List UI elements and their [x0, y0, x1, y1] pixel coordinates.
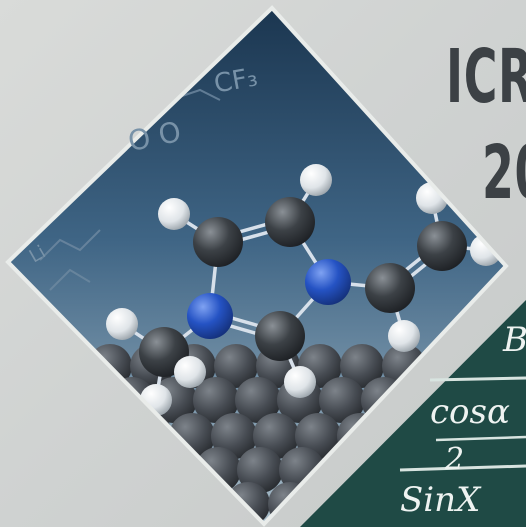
hydrogen-atom	[106, 308, 138, 340]
hydrogen-atom	[388, 320, 420, 352]
carbon-atom	[265, 197, 315, 247]
blackboard-line	[399, 464, 526, 472]
blackboard-text-cos: cosα	[430, 392, 510, 432]
nitrogen-atom	[305, 259, 351, 305]
surface-atom	[127, 413, 173, 459]
surface-atom	[268, 482, 312, 524]
poster-title-line-2: 20	[482, 130, 526, 216]
hydrogen-atom	[300, 164, 332, 196]
surface-atom	[319, 377, 365, 423]
blackboard-text-b: B	[503, 320, 526, 360]
blackboard-line	[435, 435, 526, 442]
hydrogen-atom	[470, 234, 502, 266]
carbon-atom	[193, 217, 243, 267]
surface-atom	[184, 482, 228, 524]
surface-atom	[153, 447, 199, 493]
diamond-border	[5, 5, 509, 527]
surface-atom	[235, 377, 281, 423]
poster-title-line-1: ICR	[446, 34, 526, 120]
hydrogen-atom	[284, 366, 316, 398]
nitrogen-atom	[187, 293, 233, 339]
blackboard-text-2: 2	[445, 442, 465, 477]
surface-atom	[195, 447, 241, 493]
hydrogen-atom	[174, 356, 206, 388]
carbon-atom	[365, 263, 415, 313]
surface-atom	[193, 377, 239, 423]
carbon-atom	[255, 311, 305, 361]
surface-atom	[226, 482, 270, 524]
surface-atom	[340, 344, 384, 388]
blackboard-line	[429, 376, 526, 382]
hydrogen-atom	[158, 198, 190, 230]
molecule-atoms	[106, 164, 502, 416]
blackboard	[300, 300, 526, 527]
blackboard-text-sin: SinX	[400, 480, 481, 520]
surface-atom	[237, 447, 283, 493]
surface-atom	[214, 344, 258, 388]
carbon-atom	[417, 221, 467, 271]
